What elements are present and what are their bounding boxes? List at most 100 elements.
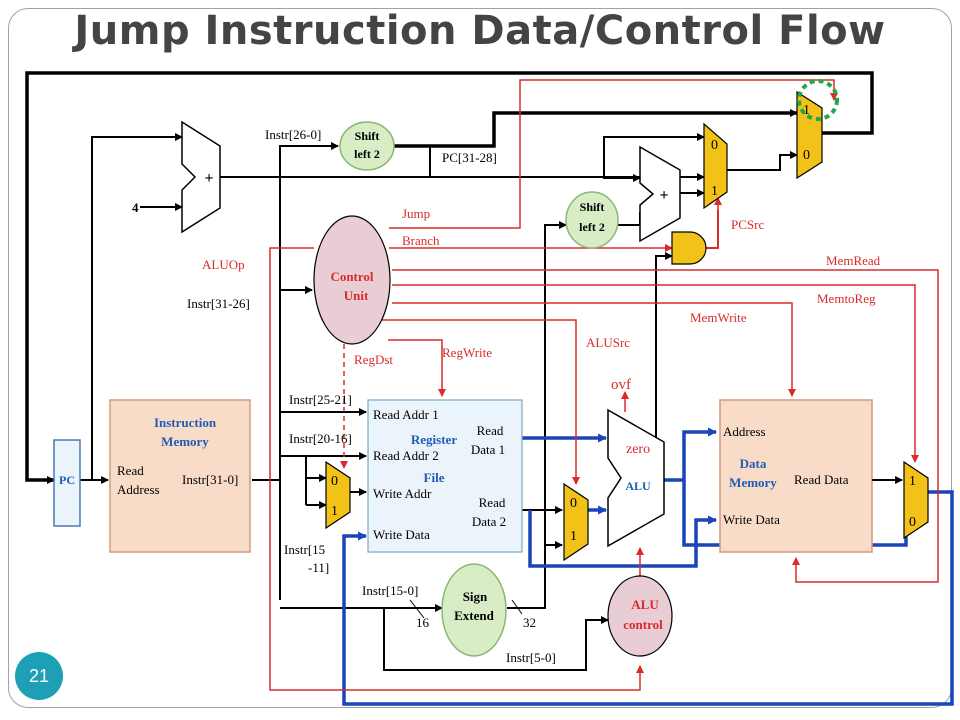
memwrite-signal-wire — [392, 302, 796, 397]
pc-register — [53, 439, 81, 527]
sign-extend — [441, 563, 507, 657]
data-memory — [719, 399, 873, 553]
memread-signal-wire — [392, 269, 939, 583]
data-wires — [25, 71, 874, 671]
alu-control-l2: control — [623, 617, 663, 632]
pc-to-adder-wire — [91, 133, 183, 480]
shift-left-2-top — [339, 121, 395, 171]
jump-loop-wire — [25, 71, 874, 484]
regdst-mux-0: 0 — [331, 474, 338, 489]
signal-memwrite: MemWrite — [690, 310, 747, 325]
sign-extend-in-width: 16 — [416, 615, 430, 630]
regdst-mux-1: 1 — [331, 504, 338, 519]
memtoreg-mux — [903, 460, 929, 540]
const-four: 4 — [132, 200, 139, 215]
field-instr-31-26: Instr[31-26] — [187, 296, 250, 311]
dmem-title-1: Data — [740, 456, 767, 471]
imem-out-label: Instr[31-0] — [182, 472, 238, 487]
imem-read-1: Read — [117, 463, 144, 478]
signal-memtoreg: MemtoReg — [817, 291, 876, 306]
alu-label: ALU — [625, 479, 651, 493]
field-instr-25-21: Instr[25-21] — [289, 392, 352, 407]
signal-pcsrc: PCSrc — [731, 217, 764, 232]
branch-adder — [639, 145, 681, 243]
pc-label: PC — [59, 473, 75, 487]
alu-result-wire — [664, 427, 717, 482]
rf-title-1: Register — [411, 432, 457, 447]
alusrc-mux-1: 1 — [570, 529, 577, 544]
width-tick-32 — [511, 599, 523, 615]
alu-ovf: ovf — [611, 377, 631, 393]
rf-write-addr: Write Addr — [373, 486, 432, 501]
field-instr-5-0: Instr[5-0] — [506, 650, 556, 665]
signal-regdst: RegDst — [354, 352, 393, 367]
instr-20-16-mux-wire — [305, 456, 327, 482]
rf-read-data2-a: Read — [479, 495, 506, 510]
pc-adder — [181, 120, 221, 234]
pc-plus4-up — [603, 174, 641, 182]
branch-mux-1: 1 — [711, 184, 718, 199]
rf-read-data1-b: Data 1 — [471, 442, 505, 457]
shift-top-l2: left 2 — [354, 147, 380, 161]
alu-control — [607, 575, 673, 657]
field-instr-15-0: Instr[15-0] — [362, 583, 418, 598]
sign-ext-out-wire — [507, 221, 567, 609]
alusrc-mux-0: 0 — [570, 496, 577, 511]
sign-extend-out-width: 32 — [523, 615, 536, 630]
shift-mid-l2: left 2 — [579, 220, 605, 234]
memtoreg-mux-0: 0 — [909, 515, 916, 530]
write-data-mem-wire — [528, 510, 717, 568]
dmem-title-2: Memory — [729, 475, 777, 490]
memtoreg-mux-1: 1 — [909, 474, 916, 489]
signal-aluop: ALUOp — [202, 257, 245, 272]
sign-extend-l1: Sign — [463, 589, 488, 604]
imem-title-2: Memory — [161, 434, 209, 449]
signal-jump: Jump — [402, 206, 430, 221]
slide-number-badge: 21 — [15, 652, 63, 700]
signal-memread: MemRead — [826, 253, 881, 268]
dmem-write-data: Write Data — [723, 512, 780, 527]
slide-frame — [8, 8, 952, 708]
imem-read-2: Address — [117, 482, 160, 497]
alusrc-signal-wire — [380, 319, 580, 485]
alusrc-mux — [563, 482, 589, 562]
control-unit-l1: Control — [330, 269, 373, 284]
branch-mux-out-wire — [727, 151, 798, 171]
jump-mux-1: 1 — [803, 103, 810, 118]
control-wires — [269, 79, 939, 691]
aluop-signal-wire — [269, 247, 644, 691]
instr-5-0-wire — [383, 608, 609, 671]
shift-mid-l1: Shift — [580, 200, 605, 214]
writeback-wire — [342, 490, 954, 706]
rf-write-data: Write Data — [373, 527, 430, 542]
sign-extend-l2: Extend — [454, 608, 495, 623]
control-unit — [313, 215, 391, 345]
signal-branch: Branch — [402, 233, 440, 248]
field-instr-15-11-a: Instr[15 — [284, 542, 325, 557]
branch-mux-0: 0 — [711, 138, 718, 153]
alu-zero: zero — [626, 442, 650, 457]
branch-adder-plus: + — [659, 187, 668, 204]
rf-read-data2-b: Data 2 — [472, 514, 506, 529]
width-tick-16 — [409, 599, 425, 619]
control-unit-l2: Unit — [344, 288, 369, 303]
alu-control-l1: ALU — [631, 597, 659, 612]
field-pc-31-28: PC[31-28] — [442, 150, 497, 165]
shift-mid-out-wire — [618, 212, 641, 226]
imem-title-1: Instruction — [154, 415, 217, 430]
shift-top-l1: Shift — [355, 129, 380, 143]
alu — [607, 408, 665, 548]
instruction-memory — [109, 399, 251, 553]
branch-mux — [703, 122, 728, 210]
signal-alusrc: ALUSrc — [586, 335, 630, 350]
page-title: Jump Instruction Data/Control Flow — [74, 8, 886, 54]
rf-read-addr1: Read Addr 1 — [373, 407, 439, 422]
field-instr-15-11-b: -11] — [308, 560, 329, 575]
dmem-read-data: Read Data — [794, 472, 849, 487]
shift-left-2-mid — [565, 191, 619, 249]
dmem-address: Address — [723, 424, 766, 439]
signal-regwrite: RegWrite — [442, 345, 492, 360]
regwrite-signal-wire — [388, 339, 446, 397]
field-instr-20-16: Instr[20-16] — [289, 431, 352, 446]
